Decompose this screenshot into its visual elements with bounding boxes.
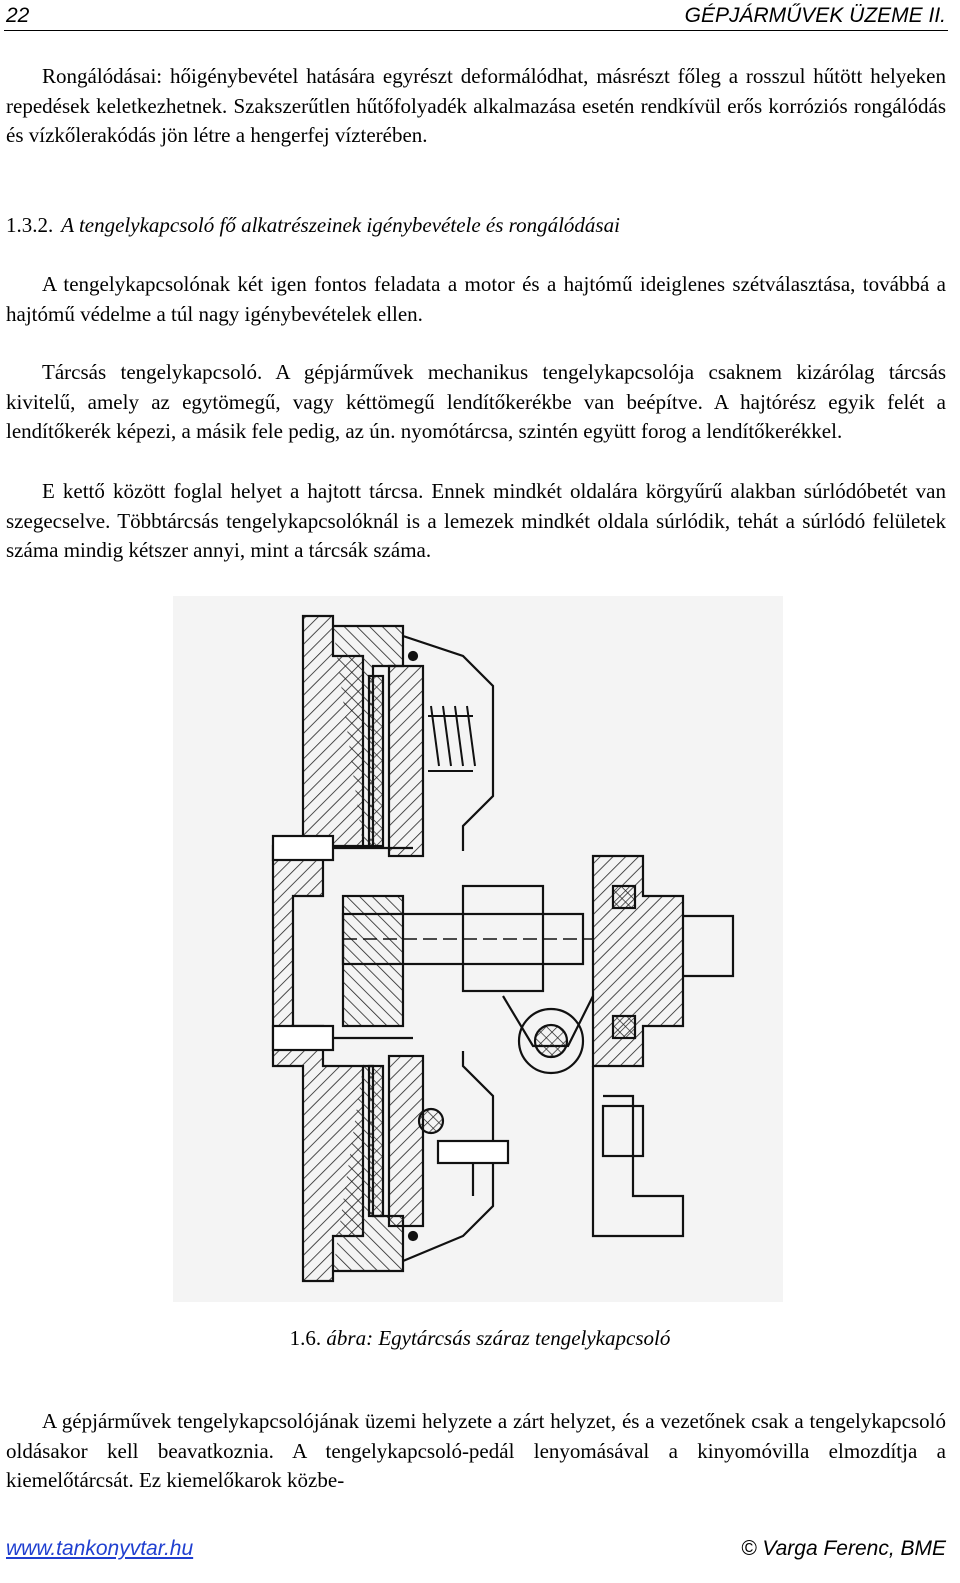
figure-caption: 1.6. ábra: Egytárcsás száraz tengelykapc… <box>0 1323 960 1353</box>
paragraph-disc-clutch: Tárcsás tengelykapcsoló. A gépjárművek m… <box>6 360 946 444</box>
running-title: GÉPJÁRMŰVEK ÜZEME II. <box>684 4 946 27</box>
section-title: A tengelykapcsoló fő alkatrészeinek igén… <box>61 213 620 237</box>
page-footer: www.tankonyvtar.hu © Varga Ferenc, BME <box>4 1534 948 1564</box>
clutch-diagram-figure <box>173 596 783 1302</box>
figure-caption-number: 1.6. <box>289 1326 322 1350</box>
clutch-cross-section-drawing <box>271 614 735 1283</box>
paragraph-damage: Rongálódásai: hőigénybevétel hatására eg… <box>6 64 946 148</box>
author-credit: © Varga Ferenc, BME <box>741 1537 946 1560</box>
page-header: 22 GÉPJÁRMŰVEK ÜZEME II. <box>4 2 948 31</box>
paragraph-driven-disc: E kettő között foglal helyet a hajtott t… <box>6 479 946 563</box>
section-number: 1.3.2. <box>6 213 54 237</box>
paragraph-clutch-operation: A gépjárművek tengelykapcsolójának üzemi… <box>6 1409 946 1493</box>
website-link[interactable]: www.tankonyvtar.hu <box>6 1537 194 1560</box>
figure-caption-title: ábra: Egytárcsás száraz tengelykapcsoló <box>326 1326 671 1350</box>
page-number: 22 <box>6 4 30 27</box>
paragraph-clutch-tasks: A tengelykapcsolónak két igen fontos fel… <box>6 272 946 326</box>
section-heading: 1.3.2. A tengelykapcsoló fő alkatrészeine… <box>6 210 946 240</box>
